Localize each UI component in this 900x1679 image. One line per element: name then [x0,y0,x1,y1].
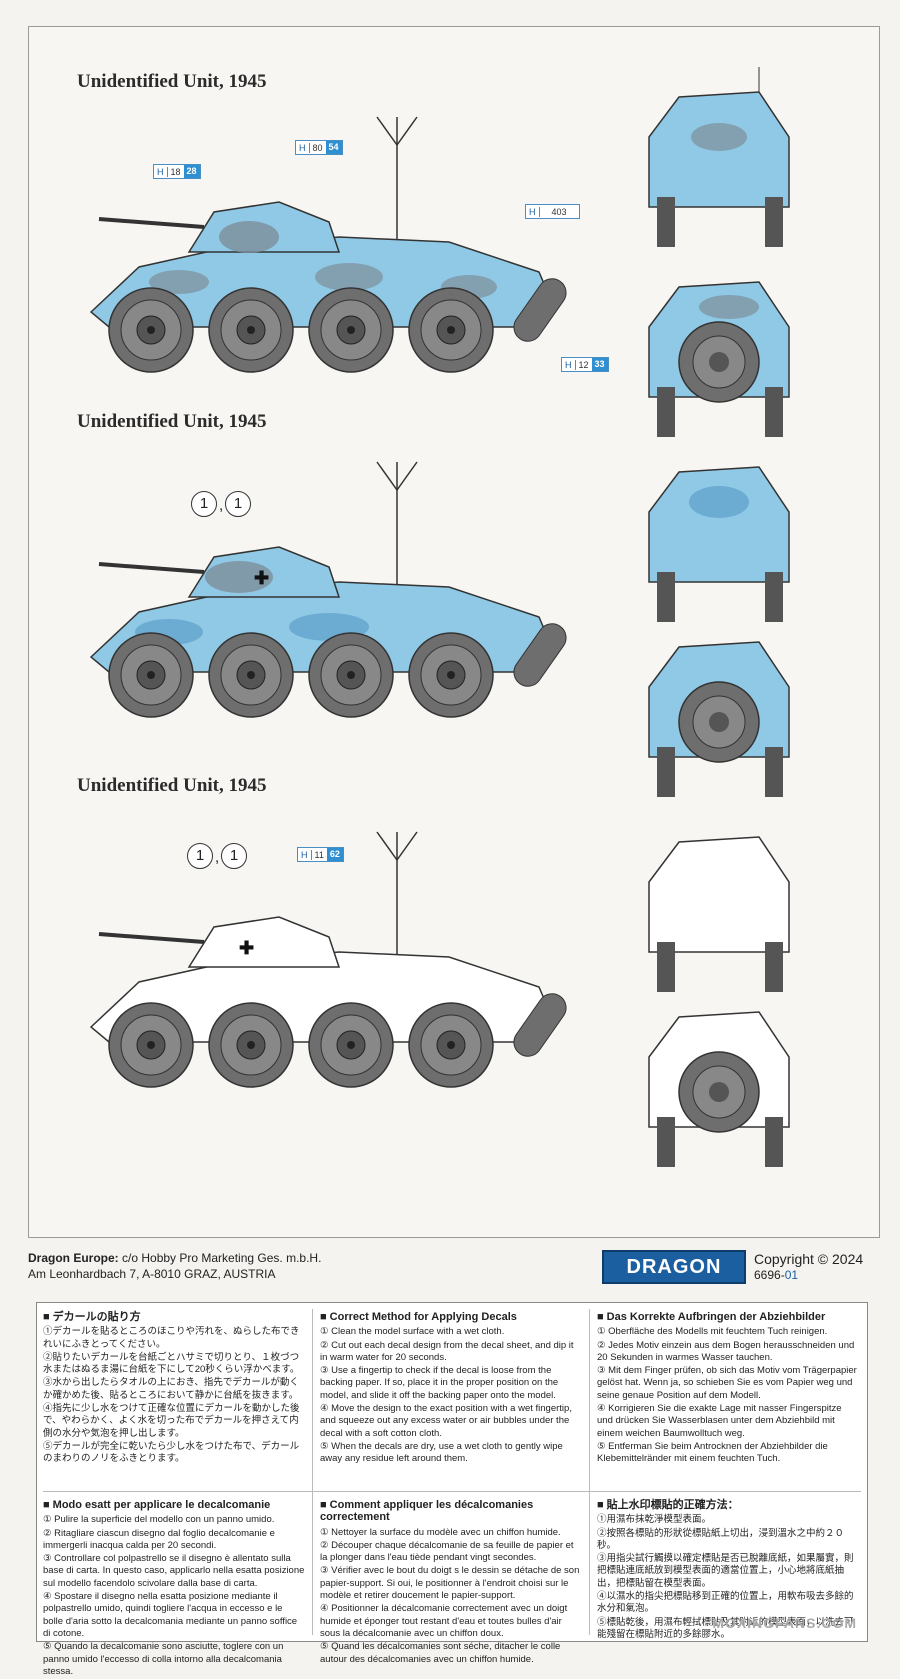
instructions-zh: 貼上水印標貼的正確方法： ①用濕布抹乾淨模型表面。 ②按照各標貼的形狀從標貼紙上… [597,1499,859,1642]
front-view-2 [648,466,790,622]
side-view-1 [89,116,567,373]
instructions-en: Correct Method for Applying Decals ① Cle… [320,1311,582,1467]
rear-view-3 [648,1011,790,1167]
callout-s3-comma: , [215,849,220,866]
distributor-address: Dragon Europe: c/o Hobby Pro Marketing G… [28,1251,322,1281]
section-title-2: Unidentified Unit, 1945 [77,411,267,432]
instructions-fr: Comment appliquer les décalcomanies corr… [320,1499,582,1667]
brand-block: DRAGON Copyright © 2024 6696-01 [602,1250,863,1284]
callout-s3-b: 1 [221,843,247,869]
side-view-2: ✚ [89,461,567,718]
vehicle-illustrations: ✚ ✚ [89,67,790,1167]
kit-code: 6696-01 [754,1268,799,1282]
dragon-logo: DRAGON [602,1250,746,1284]
callout-s2-a: 1 [191,491,217,517]
callout-s2-b: 1 [225,491,251,517]
callout-s3-a: 1 [187,843,213,869]
painting-guide-frame: ✚ ✚ [28,26,880,1238]
section-title-3: Unidentified Unit, 1945 [77,775,267,796]
svg-text:✚: ✚ [254,568,269,588]
front-view-3 [648,836,790,992]
callout-s2-comma: , [219,497,224,514]
copyright: Copyright © 2024 [754,1251,864,1267]
instructions-it: Modo esatt per applicare le decalcomanie… [43,1499,305,1679]
watermark: MOXINGFANS.COM [712,1615,857,1631]
instructions-de: Das Korrekte Aufbringen der Abziehbilder… [597,1311,859,1467]
section-title-1: Unidentified Unit, 1945 [77,71,267,92]
rear-view-1 [648,281,790,437]
rear-view-2 [648,641,790,797]
svg-text:✚: ✚ [239,938,254,958]
front-view-1 [648,67,790,247]
instructions-ja: デカールの貼り方 ①デカールを貼るところのほこりや汚れを、ぬらした布できれいにふ… [43,1311,305,1467]
side-view-3: ✚ [89,831,567,1088]
decal-instructions-box: デカールの貼り方 ①デカールを貼るところのほこりや汚れを、ぬらした布できれいにふ… [36,1302,868,1677]
